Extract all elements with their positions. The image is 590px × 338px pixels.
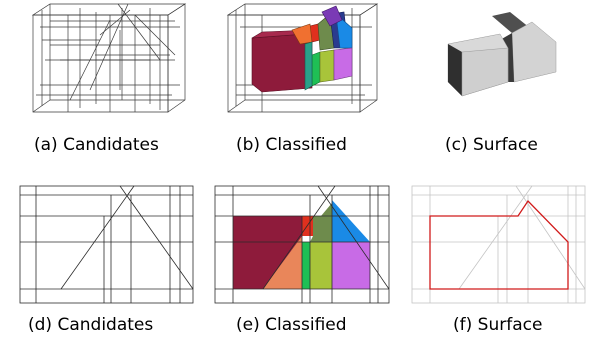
wall-left-side [448, 44, 462, 96]
panel-e-classified-2d [214, 185, 390, 304]
caption-b: (b) Classified [236, 135, 347, 155]
cell-olive [310, 216, 332, 242]
panel-f-surface-2d [411, 185, 586, 304]
caption-d: (d) Candidates [28, 315, 154, 335]
surface-outline [429, 199, 569, 290]
caption-c: (c) Surface [445, 135, 538, 155]
panel-b-classified-3d [226, 3, 379, 113]
cell-purple-3d [321, 5, 343, 27]
panel-a-candidates-3d [31, 3, 187, 113]
cell-lime [310, 242, 332, 289]
cell-blue [332, 200, 370, 242]
caption-f: (f) Surface [453, 315, 543, 335]
caption-e: (e) Classified [236, 315, 347, 335]
cell-lime-3d [319, 49, 335, 83]
cell-green [302, 242, 310, 289]
panel-d-candidates-2d [19, 185, 194, 304]
cell-violet [332, 242, 370, 289]
gable-right [511, 21, 557, 83]
cell-teal-3d [304, 41, 313, 91]
panel-c-surface-3d [447, 12, 557, 97]
cell-violet-3d [333, 47, 353, 81]
caption-a: (a) Candidates [34, 135, 159, 155]
roof-dark [492, 12, 530, 33]
cell-olive-top [321, 203, 332, 216]
cell-green-3d [311, 51, 321, 87]
wall-mid [461, 47, 509, 97]
